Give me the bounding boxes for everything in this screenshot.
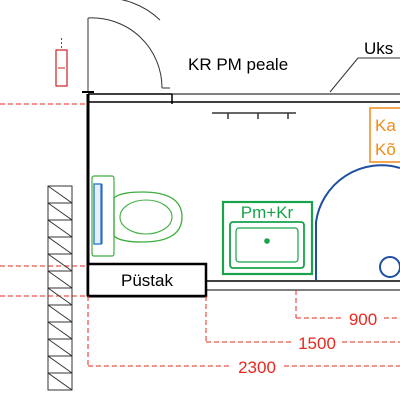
reference-lines	[0, 103, 86, 297]
towel-rail	[212, 112, 296, 119]
toilet-icon	[91, 175, 183, 257]
kr-pm-label: KR PM peale	[188, 55, 288, 74]
dimension-lines	[87, 290, 400, 367]
dimension-2300: 2300	[238, 358, 276, 377]
sink-icon	[221, 200, 314, 276]
floor-drain-icon	[379, 256, 400, 278]
shower-arc	[315, 164, 400, 280]
sink-label: Pm+Kr	[241, 203, 294, 222]
uks-leader	[329, 57, 400, 93]
dimension-1500: 1500	[298, 334, 336, 353]
upper-door	[82, 0, 170, 93]
dimension-900: 900	[349, 310, 377, 329]
pustak-box	[86, 262, 208, 298]
orange-note	[369, 107, 400, 163]
uks-label: Uks	[364, 39, 393, 58]
wall-heater	[55, 38, 68, 87]
orange-note-line1: Ka	[375, 116, 396, 135]
pustak-label: Püstak	[121, 271, 173, 290]
hatched-column	[47, 185, 73, 391]
orange-note-line2: Kõ	[375, 140, 396, 159]
